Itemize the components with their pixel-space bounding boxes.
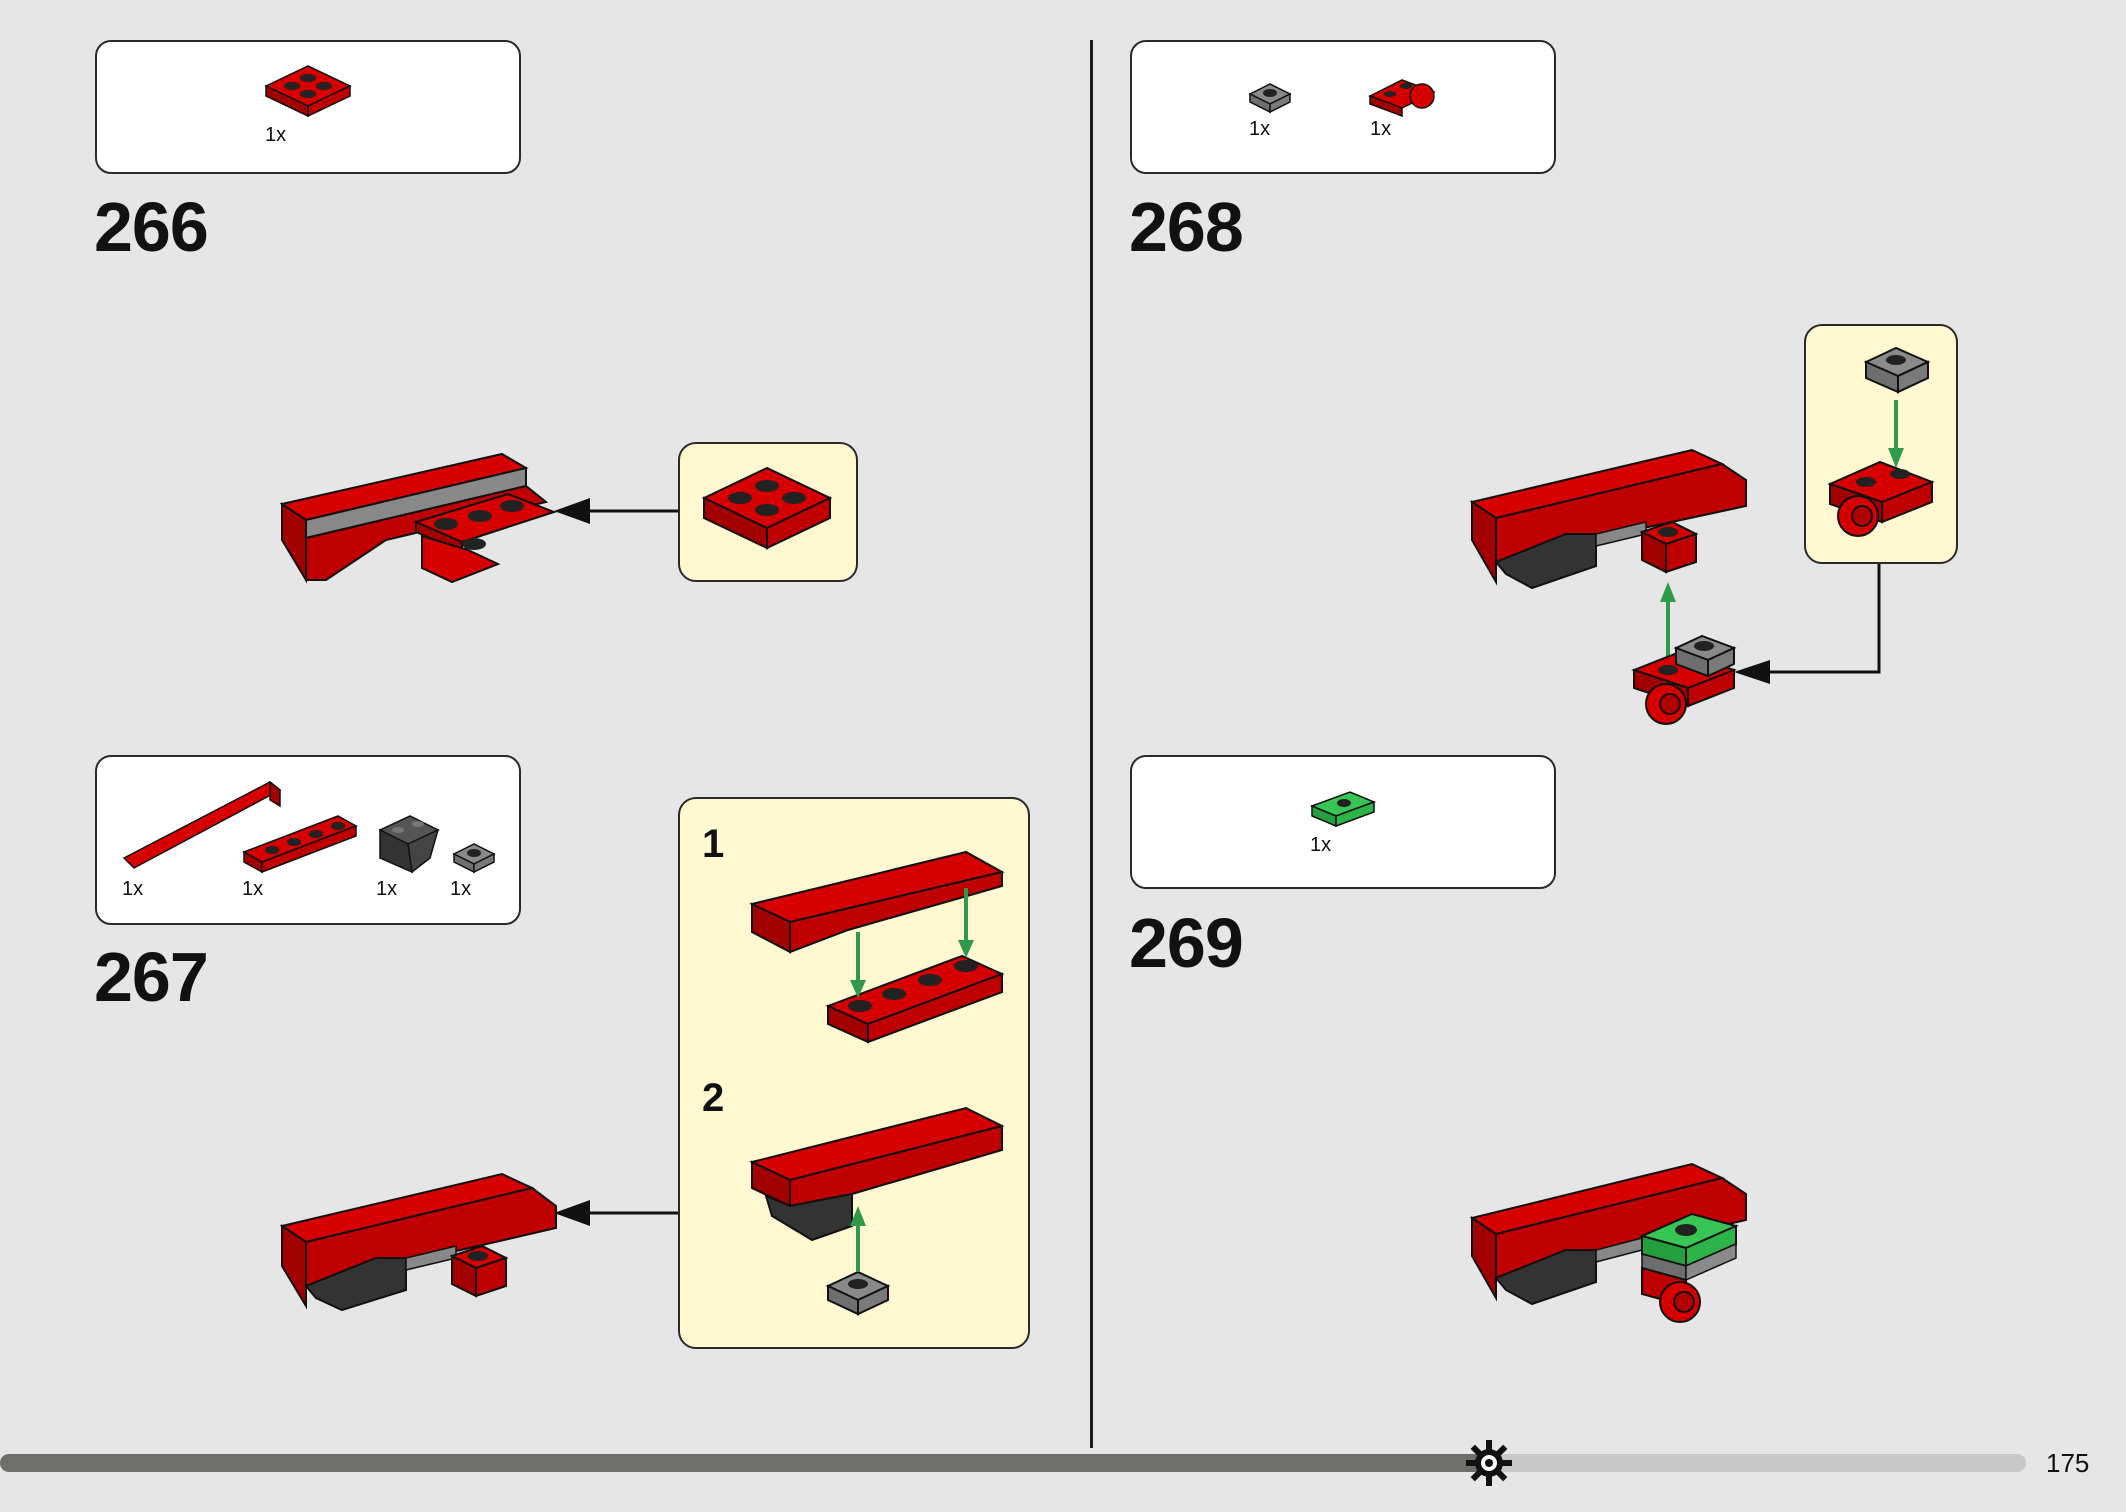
step-268-subassembly bbox=[1631, 582, 1737, 725]
assembly-arrow bbox=[554, 498, 680, 524]
substep-2-wedge-and-gray-plate bbox=[749, 1106, 1005, 1316]
assembly-arrow bbox=[1734, 560, 1881, 684]
part-qty: 1x bbox=[242, 878, 264, 900]
assembly-arrow bbox=[554, 1200, 680, 1226]
gray-1x1-plate-icon bbox=[452, 843, 496, 874]
red-2x2-plate-icon bbox=[264, 65, 352, 118]
step-number-269: 269 bbox=[1129, 904, 1244, 982]
part-qty: 1x bbox=[450, 878, 472, 900]
callout-268-build bbox=[1827, 346, 1935, 537]
part-qty: 1x bbox=[265, 124, 287, 146]
part-qty: 1x bbox=[376, 878, 398, 900]
red-long-wedge-icon bbox=[122, 780, 282, 869]
step-number-267: 267 bbox=[94, 938, 209, 1016]
step-267-assembly-model bbox=[279, 1172, 557, 1312]
substep-1-wedge-and-plate bbox=[749, 850, 1005, 1044]
parts-list-step-268 bbox=[1130, 40, 1556, 174]
substep-number-2: 2 bbox=[702, 1076, 725, 1120]
red-2x2-plate-icon bbox=[701, 466, 833, 550]
step-number-268: 268 bbox=[1129, 188, 1244, 266]
substep-number-1: 1 bbox=[702, 822, 725, 866]
progress-bar-fill bbox=[0, 1454, 1489, 1472]
page-divider bbox=[1090, 40, 1093, 1448]
part-qty: 1x bbox=[122, 878, 144, 900]
red-plate-with-pin-hole-icon bbox=[1368, 79, 1436, 118]
step-266-assembly-model bbox=[279, 452, 557, 584]
step-number-266: 266 bbox=[94, 188, 209, 266]
green-1x2-jumper-plate-icon bbox=[1309, 791, 1377, 828]
part-qty: 1x bbox=[1310, 834, 1332, 856]
gear-icon bbox=[1466, 1440, 1512, 1486]
step-269-assembly-model bbox=[1469, 1162, 1747, 1323]
red-1x4-plate-icon bbox=[242, 815, 358, 874]
gray-1x1-plate-icon bbox=[1248, 83, 1292, 114]
page-number: 175 bbox=[2046, 1448, 2090, 1478]
black-inverted-slope-icon bbox=[378, 815, 440, 874]
step-268-assembly-model bbox=[1469, 448, 1747, 590]
part-qty: 1x bbox=[1249, 118, 1271, 140]
part-qty: 1x bbox=[1370, 118, 1392, 140]
